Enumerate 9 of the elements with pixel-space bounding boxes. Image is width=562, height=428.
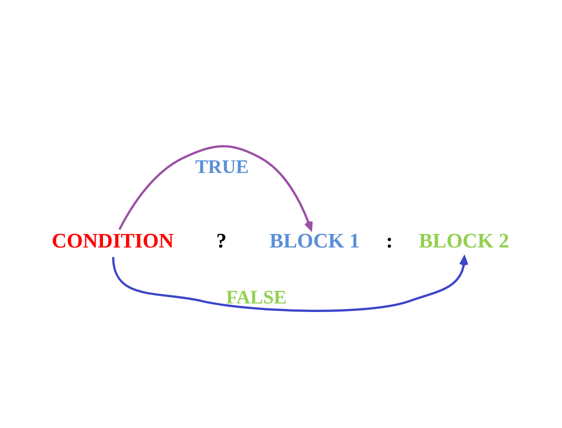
edge-label: TRUE <box>195 156 249 178</box>
node-text: BLOCK 2 <box>418 230 510 252</box>
node-text: BLOCK 1 <box>270 230 360 252</box>
edge-label: FALSE <box>226 287 287 308</box>
arrow <box>118 145 313 231</box>
arrow <box>112 256 468 312</box>
label: : <box>386 230 393 252</box>
node-text: CONDITION <box>52 230 174 252</box>
label: ? <box>216 230 227 252</box>
